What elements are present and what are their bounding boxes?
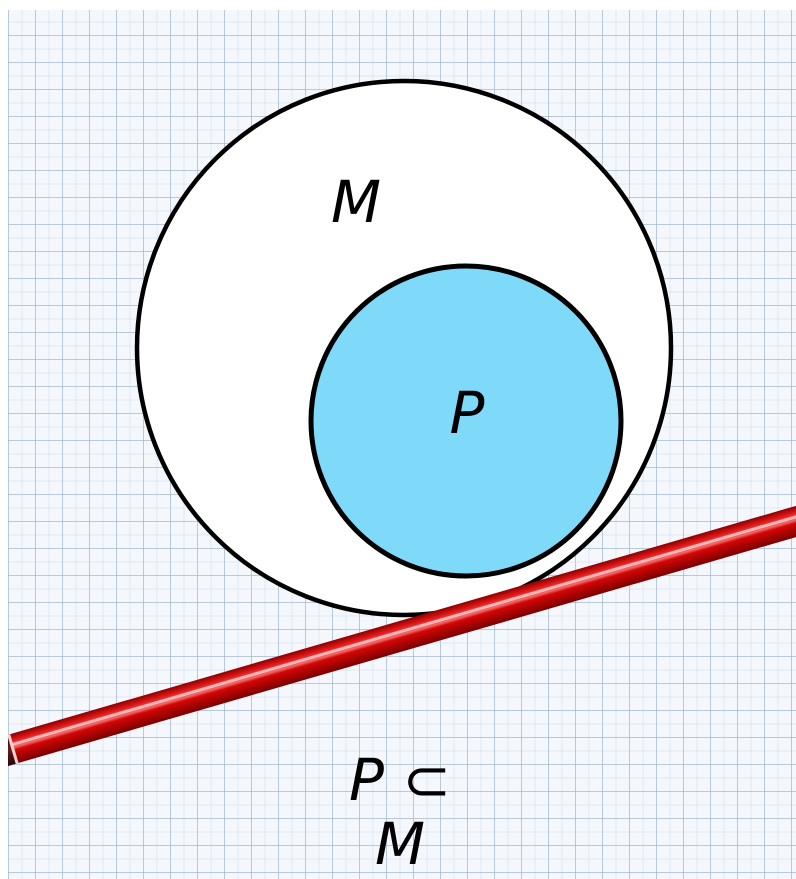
formula-line-1: P ⊂	[348, 746, 451, 814]
pencil-icon	[0, 501, 796, 777]
set-m-label: M	[331, 168, 381, 236]
formula-line-2: M	[374, 810, 426, 878]
subset-formula: P ⊂ M	[300, 748, 500, 876]
set-p-circle	[308, 263, 624, 579]
set-p-label: P	[450, 379, 485, 447]
